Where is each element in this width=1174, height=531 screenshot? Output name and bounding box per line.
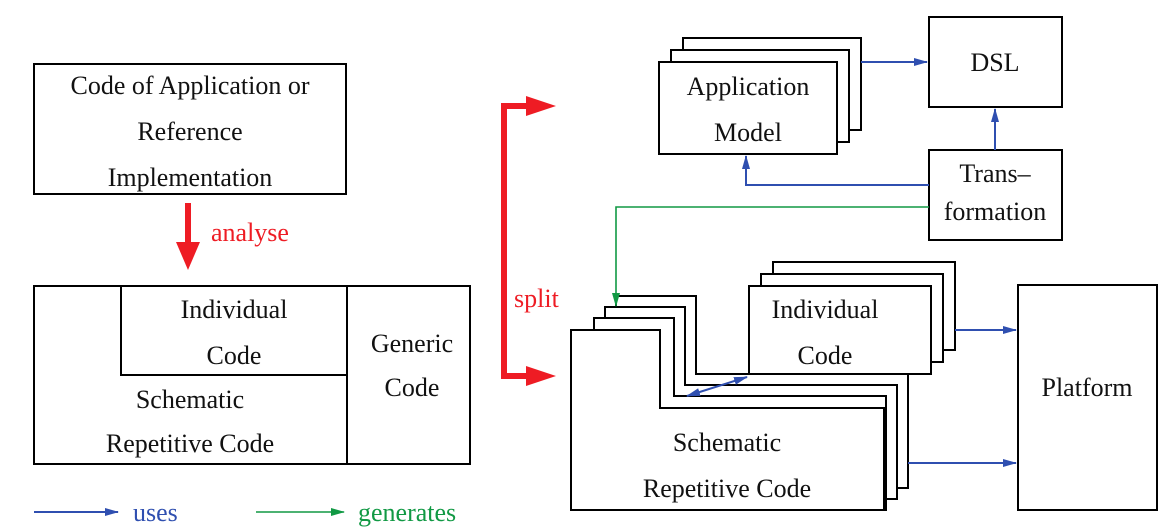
transformation-uses-app-model-arrow: [742, 155, 929, 186]
platform-box: Platform: [1017, 284, 1158, 511]
analyse-arrow: [176, 203, 200, 270]
right-individual-line-2: Code: [798, 341, 853, 370]
source-line-2: Reference: [137, 117, 242, 146]
right-schematic-line-2: Repetitive Code: [643, 474, 811, 503]
left-code-composite: Individual Code Schematic Repetitive Cod…: [33, 285, 471, 465]
legend-generates-label: generates: [358, 498, 456, 527]
application-model-stack: Application Model: [658, 37, 862, 155]
legend: uses generates: [34, 498, 456, 527]
legend-uses-label: uses: [133, 498, 178, 527]
application-model-line-1: Application: [687, 72, 810, 101]
split-arrow: [501, 96, 556, 386]
individual-schematic-uses-arrow: [686, 376, 748, 397]
left-individual-line-1: Individual: [181, 295, 288, 324]
left-generic-line-1: Generic: [371, 329, 453, 358]
transformation-generates-schematic-arrow: [612, 206, 929, 307]
transformation-box: Trans– formation: [928, 149, 1063, 241]
right-individual-line-1: Individual: [772, 295, 879, 324]
dsl-label: DSL: [970, 48, 1019, 77]
source-line-3: Implementation: [108, 163, 273, 192]
dsl-box: DSL: [928, 16, 1063, 108]
left-generic-line-2: Code: [385, 373, 440, 402]
transformation-line-1: Trans–: [959, 159, 1031, 188]
transformation-line-2: formation: [944, 197, 1047, 226]
analyse-label: analyse: [211, 218, 289, 247]
platform-label: Platform: [1042, 373, 1133, 402]
schematic-code-stack: Schematic Repetitive Code: [570, 295, 909, 511]
left-schematic-line-1: Schematic: [136, 385, 244, 414]
split-label: split: [514, 284, 560, 313]
left-schematic-line-2: Repetitive Code: [106, 429, 274, 458]
left-individual-line-2: Code: [207, 341, 262, 370]
individual-code-stack: Individual Code: [748, 261, 956, 375]
application-model-line-2: Model: [714, 118, 782, 147]
right-schematic-line-1: Schematic: [673, 428, 781, 457]
source-line-1: Code of Application or: [70, 71, 309, 100]
source-code-box: Code of Application or Reference Impleme…: [33, 63, 347, 195]
